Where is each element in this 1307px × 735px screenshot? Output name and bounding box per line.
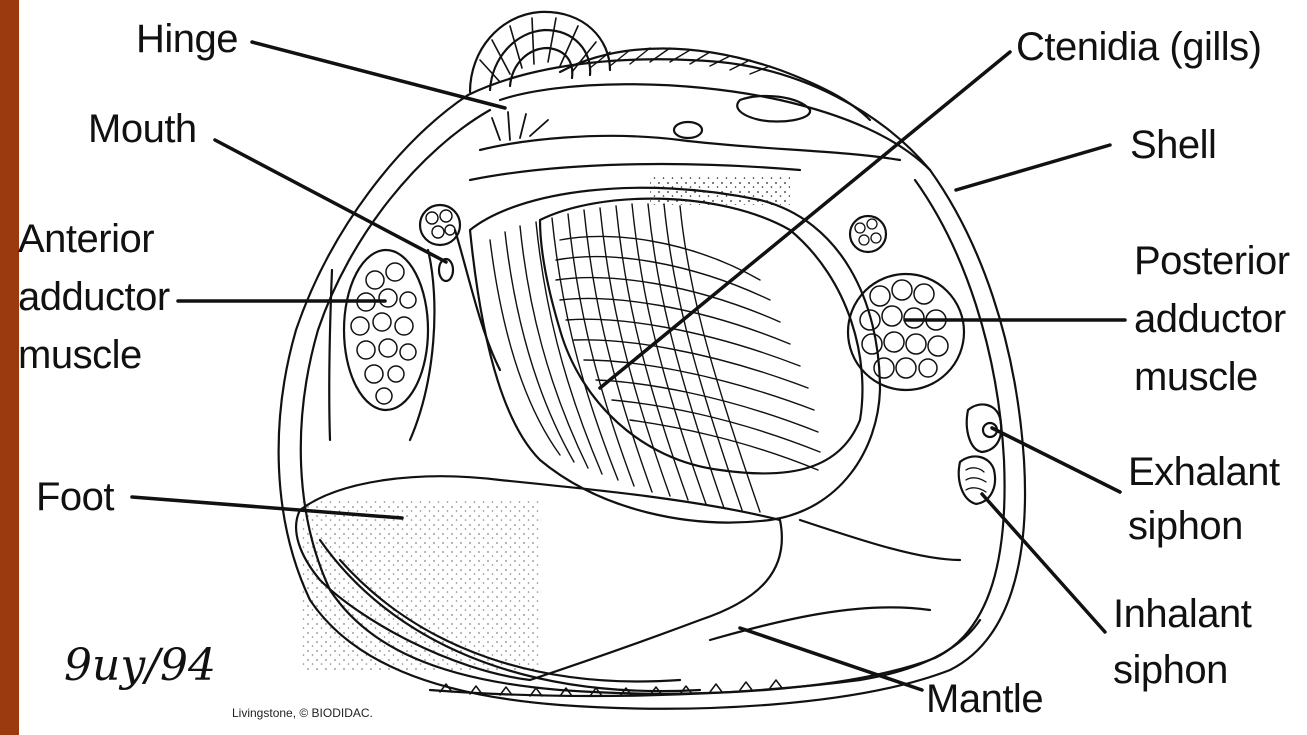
leader-exhalant-siphon bbox=[992, 428, 1120, 492]
label-foot: Foot bbox=[36, 474, 114, 520]
leader-inhalant-siphon bbox=[982, 494, 1105, 632]
leader-mouth bbox=[215, 140, 446, 262]
label-ctenidia: Ctenidia (gills) bbox=[1016, 24, 1261, 70]
label-posterior-adductor: Posterior adductor muscle bbox=[1134, 232, 1290, 406]
artist-signature: 9uy/94 bbox=[64, 640, 216, 691]
label-inhalant-siphon-line-1: Inhalant bbox=[1113, 586, 1251, 642]
label-exhalant-siphon-line-2: siphon bbox=[1128, 499, 1280, 553]
leader-hinge bbox=[252, 42, 505, 108]
label-anterior-adductor-line-1: Anterior bbox=[18, 210, 170, 268]
label-anterior-adductor-line-3: muscle bbox=[18, 326, 170, 384]
label-anterior-adductor: Anterior adductor muscle bbox=[18, 210, 170, 384]
label-posterior-adductor-line-3: muscle bbox=[1134, 348, 1290, 406]
label-exhalant-siphon-line-1: Exhalant bbox=[1128, 445, 1280, 499]
leader-ctenidia bbox=[600, 52, 1010, 388]
label-anterior-adductor-line-2: adductor bbox=[18, 268, 170, 326]
label-mouth: Mouth bbox=[88, 106, 197, 152]
gill-outer bbox=[470, 188, 880, 523]
label-inhalant-siphon-line-2: siphon bbox=[1113, 642, 1251, 698]
pericardium bbox=[737, 96, 810, 122]
label-hinge: Hinge bbox=[136, 16, 238, 62]
inhalant-siphon bbox=[959, 456, 995, 504]
label-inhalant-siphon: Inhalant siphon bbox=[1113, 586, 1251, 698]
posterior-adductor-muscle bbox=[848, 274, 964, 390]
leader-mantle bbox=[740, 628, 922, 690]
image-credit: Livingstone, © BIODIDAC. bbox=[232, 706, 373, 720]
label-exhalant-siphon: Exhalant siphon bbox=[1128, 445, 1280, 553]
label-posterior-adductor-line-2: adductor bbox=[1134, 290, 1290, 348]
label-mantle: Mantle bbox=[926, 676, 1043, 722]
leader-shell bbox=[956, 145, 1110, 190]
label-shell: Shell bbox=[1130, 122, 1216, 168]
label-posterior-adductor-line-1: Posterior bbox=[1134, 232, 1290, 290]
